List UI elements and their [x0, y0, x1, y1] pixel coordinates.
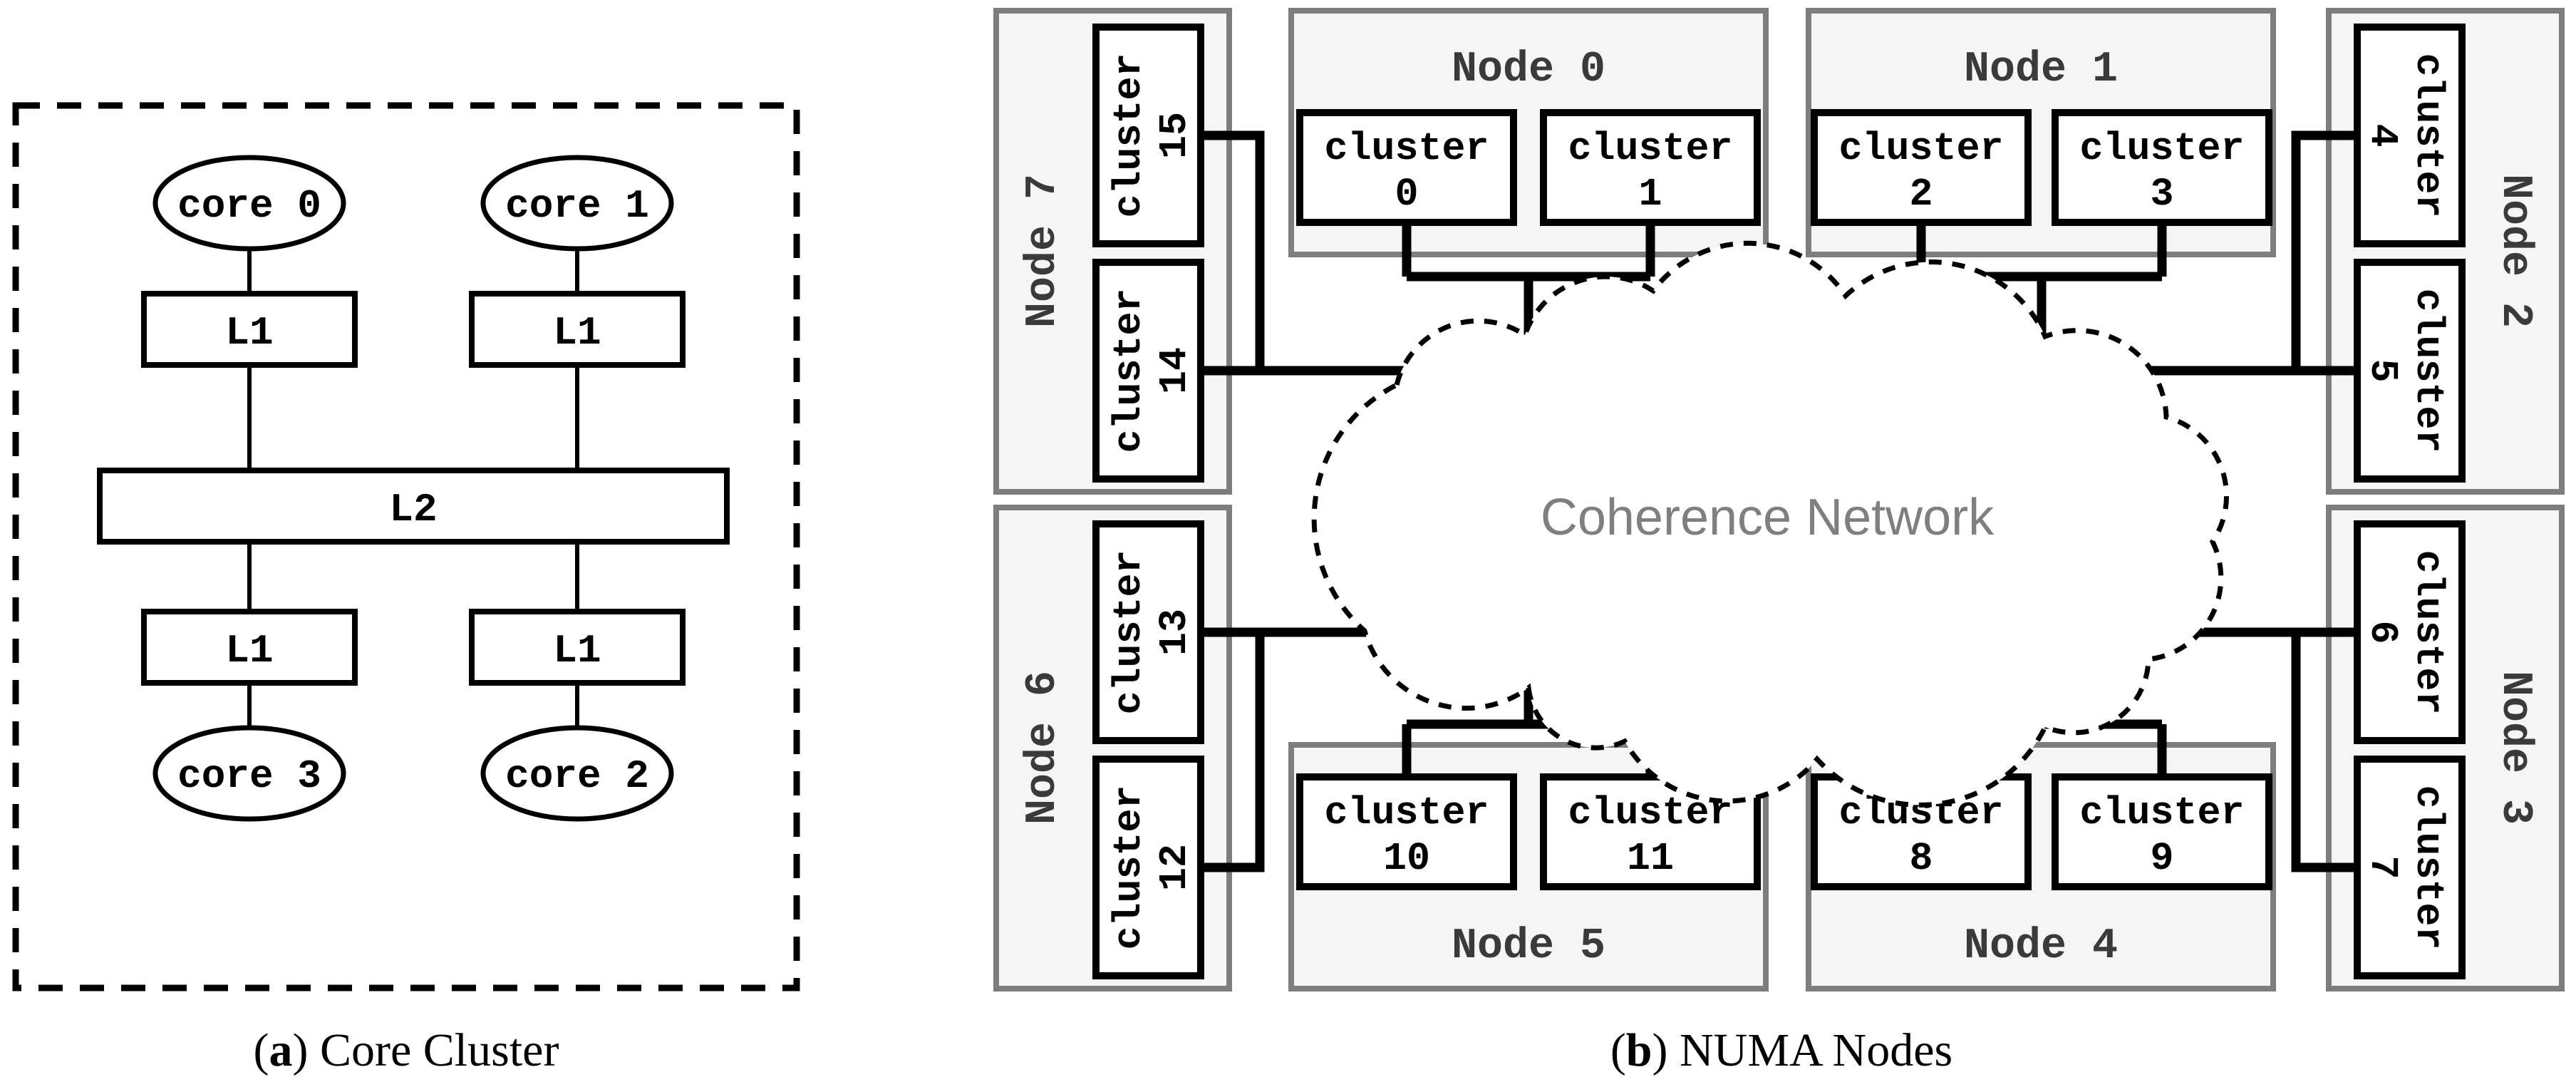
cluster9-number: 9	[2150, 836, 2173, 881]
cluster13-label-group: cluster 13	[1107, 550, 1197, 714]
cluster3-number: 3	[2150, 172, 2173, 217]
cluster2-number: 2	[1909, 172, 1933, 217]
core0-label: core 0	[177, 183, 321, 229]
core2-label: core 2	[505, 753, 649, 799]
node6-label: Node 6	[1019, 671, 1067, 825]
node1-label: Node 1	[1964, 46, 2118, 94]
cluster0-box	[1296, 109, 1517, 226]
node3-label: Node 3	[2490, 671, 2539, 825]
cluster15-word: cluster	[1107, 53, 1152, 217]
cluster5-label-group: cluster 5	[2360, 288, 2451, 453]
cluster15-box	[1092, 24, 1204, 247]
cluster8-number: 8	[1909, 836, 1933, 881]
panel-b-caption: (b) NUMA Nodes	[1610, 1024, 1952, 1076]
core-cluster-dashed-border	[12, 102, 800, 991]
node2: Node 2 cluster 4 cluster 5	[2031, 8, 2565, 495]
cluster5-word: cluster	[2406, 288, 2451, 453]
l1-label-bottom-right: L1	[553, 628, 601, 674]
core1-ellipse	[480, 155, 674, 252]
caption-b-pre: (	[1610, 1024, 1626, 1076]
caption-a-letter: a	[269, 1024, 293, 1076]
l2-box	[97, 468, 730, 545]
cloud-outline	[1311, 240, 2230, 808]
caption-b-letter: b	[1626, 1024, 1652, 1076]
node1: Node 1 cluster 2 cluster 3	[1806, 8, 2276, 428]
cluster12-number: 12	[1152, 844, 1197, 891]
cluster11-number: 11	[1627, 836, 1674, 881]
cluster1-box	[1540, 109, 1761, 226]
node1-wires	[1916, 222, 2167, 428]
l2-label: L2	[389, 487, 437, 532]
cluster7-number: 7	[2360, 855, 2405, 879]
cluster6-label-group: cluster 6	[2360, 550, 2451, 714]
cluster12-word: cluster	[1107, 785, 1152, 949]
cluster15-number: 15	[1152, 112, 1197, 159]
node0-label: Node 0	[1452, 46, 1605, 94]
node7-label: Node 7	[1019, 174, 1067, 328]
cluster12-label-group: cluster 12	[1107, 785, 1197, 949]
node3-label-group: Node 3	[2490, 671, 2539, 825]
node6-label-group: Node 6	[1019, 671, 1067, 825]
cluster3-box	[2052, 109, 2272, 226]
cluster15-label-group: cluster 15	[1107, 53, 1197, 217]
cluster3-word: cluster	[2079, 126, 2244, 171]
cloud-label: Coherence Network	[1541, 489, 1995, 546]
coherence-network-cloud: Coherence Network	[1311, 240, 2230, 808]
panel-b-numa-nodes: Node 7 cluster 15 cluster 14 Node 6 clus…	[993, 8, 2565, 991]
cluster10-number: 10	[1383, 836, 1430, 881]
l1-box-bottom-right	[469, 609, 686, 686]
cluster7-label-group: cluster 7	[2360, 785, 2451, 949]
cluster4-label-group: cluster 4	[2360, 53, 2451, 217]
core0-ellipse	[152, 155, 346, 252]
node2-label: Node 2	[2490, 174, 2539, 328]
node0: Node 0 cluster 0 cluster 1	[1288, 8, 1769, 428]
cluster10-word: cluster	[1324, 790, 1489, 835]
cluster5-box	[2354, 259, 2466, 483]
node0-wires	[1402, 222, 1655, 428]
core1-label: core 1	[505, 183, 649, 229]
cluster4-number: 4	[2360, 123, 2405, 147]
core3-ellipse	[152, 725, 346, 822]
panel-a-core-cluster: core 0 core 1 core 3 core 2 L1 L1 L1 L1 …	[12, 102, 800, 991]
panel-a-caption: (a) Core Cluster	[254, 1024, 559, 1076]
node5-label: Node 5	[1452, 922, 1605, 971]
cluster13-word: cluster	[1107, 550, 1152, 714]
caption-a-pre: (	[254, 1024, 269, 1076]
l1-box-top-right	[469, 291, 686, 368]
cluster14-word: cluster	[1107, 288, 1152, 453]
l1-label-bottom-left: L1	[225, 628, 273, 674]
cluster6-number: 6	[2360, 620, 2405, 644]
caption-b-post: ) NUMA Nodes	[1652, 1024, 1953, 1076]
node4-label: Node 4	[1964, 922, 2118, 971]
cluster1-number: 1	[1638, 172, 1662, 217]
l1-box-top-left	[141, 291, 358, 368]
captions: (a) Core Cluster (b) NUMA Nodes	[254, 1024, 1953, 1076]
node7-label-group: Node 7	[1019, 174, 1067, 328]
l1-label-top-left: L1	[225, 310, 273, 356]
node6: Node 6 cluster 13 cluster 12	[993, 505, 1532, 991]
core3-label: core 3	[177, 753, 321, 799]
cluster0-word: cluster	[1324, 126, 1489, 171]
cluster5-number: 5	[2360, 359, 2405, 382]
node7: Node 7 cluster 15 cluster 14	[993, 8, 1532, 495]
cluster7-word: cluster	[2406, 785, 2451, 949]
cluster4-word: cluster	[2406, 53, 2451, 217]
core2-ellipse	[480, 725, 674, 822]
cluster14-label-group: cluster 14	[1107, 288, 1197, 453]
node2-label-group: Node 2	[2490, 174, 2539, 328]
cluster2-word: cluster	[1838, 126, 2003, 171]
l1-label-top-right: L1	[553, 310, 601, 356]
caption-a-post: ) Core Cluster	[293, 1024, 559, 1076]
l1-box-bottom-left	[141, 609, 358, 686]
cluster13-number: 13	[1152, 609, 1197, 656]
cluster1-word: cluster	[1568, 126, 1732, 171]
cluster14-number: 14	[1152, 347, 1197, 394]
cluster0-number: 0	[1395, 172, 1418, 217]
cluster9-word: cluster	[2079, 790, 2244, 835]
cluster6-word: cluster	[2406, 550, 2451, 714]
